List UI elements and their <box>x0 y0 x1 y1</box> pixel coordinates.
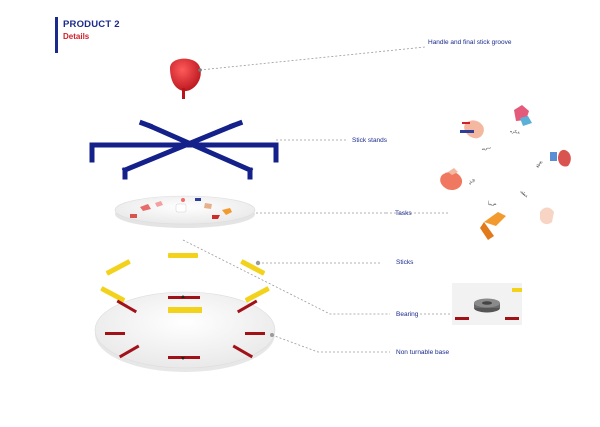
leader-base <box>271 334 390 353</box>
header-accent-bar <box>55 17 58 53</box>
leader-lines <box>182 46 450 353</box>
tasks-disc <box>114 195 256 228</box>
handle-knob <box>170 58 202 99</box>
leader-bearing <box>182 239 390 315</box>
svg-text:ﻖﻠﺧ: ﻖﻠﺧ <box>466 176 475 186</box>
label-bearing: Bearing <box>396 311 419 318</box>
svg-text:ﻊﻄﻗ: ﻊﻄﻗ <box>534 159 543 169</box>
svg-text:ﺾﻴﺑﺃ: ﺾﻴﺑﺃ <box>488 200 496 206</box>
label-tasks: Tasks <box>395 210 412 217</box>
label-stick-stands: Stick stands <box>352 137 388 144</box>
page-subtitle: Details <box>63 32 90 41</box>
task-illustrations: ﺕﺮﺒﻣ ﺔﺒﻛﺮﻣ ﻊﻄﻗ ﻖﻠﺧ ﺾﻴﺑﺃ ﺔﻄﻘﻧ <box>440 105 571 240</box>
page-title: PRODUCT 2 <box>63 19 120 30</box>
sticks-ring <box>100 253 270 303</box>
label-handle: Handle and final stick groove <box>428 39 512 46</box>
leader-handle <box>199 46 426 71</box>
svg-text:ﺕﺮﺒﻣ: ﺕﺮﺒﻣ <box>480 144 491 151</box>
non-turnable-base <box>94 291 276 372</box>
svg-text:ﺔﻄﻘﻧ: ﺔﻄﻘﻧ <box>519 188 530 199</box>
bearing-inset <box>452 283 522 325</box>
svg-text:ﺔﺒﻛﺮﻣ: ﺔﺒﻛﺮﻣ <box>509 128 521 135</box>
label-sticks: Sticks <box>396 259 414 266</box>
stick-stands <box>89 119 279 180</box>
label-base: Non turnable base <box>396 349 450 356</box>
sticks-anchor-dot <box>255 260 261 266</box>
